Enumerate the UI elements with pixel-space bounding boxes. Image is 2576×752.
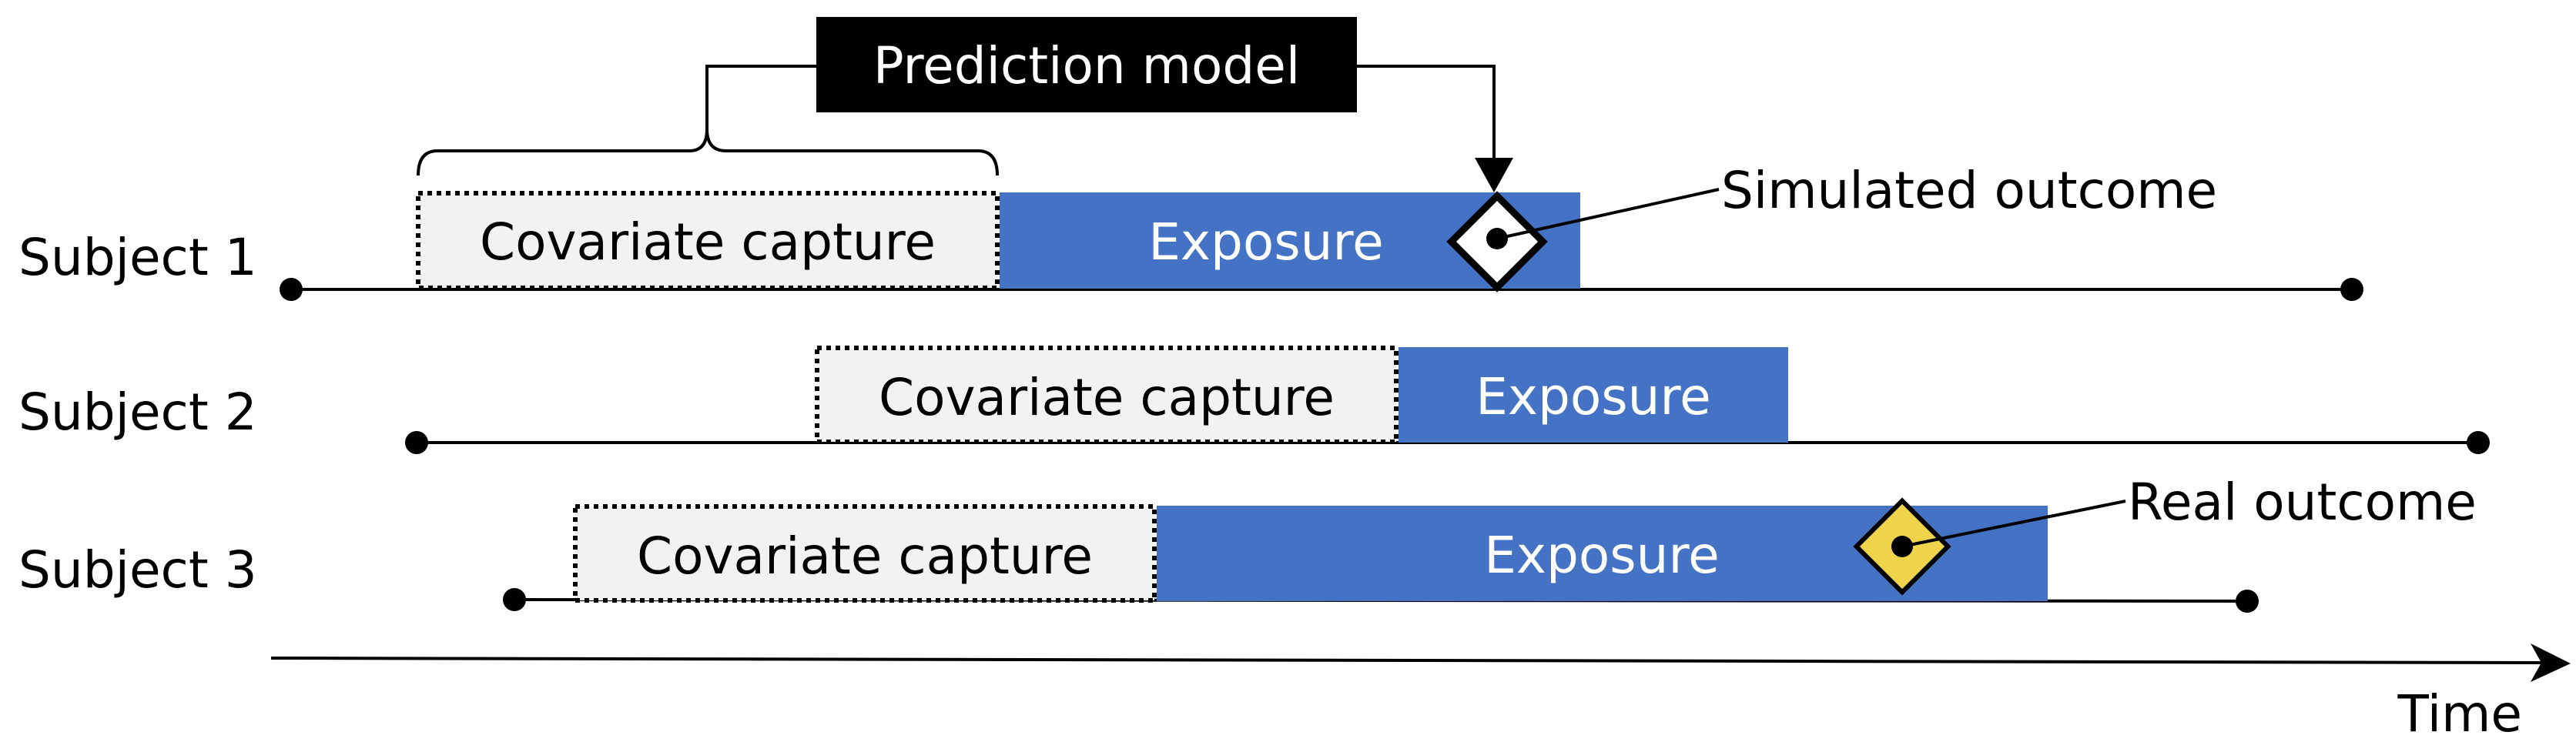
time-axis-label: Time — [2397, 684, 2522, 744]
exposure-label: Exposure — [1484, 526, 1720, 585]
subject-3-row: Subject 3 Covariate capture Exposure Rea… — [18, 473, 2477, 613]
follow-up-start-dot — [405, 431, 428, 454]
follow-up-start-dot — [503, 588, 526, 611]
follow-up-start-dot — [280, 278, 303, 301]
model-to-outcome-connector — [1357, 65, 1496, 160]
covariate-bracket — [417, 65, 999, 176]
subject-label: Subject 1 — [18, 228, 257, 287]
follow-up-end-dot — [2467, 431, 2490, 454]
model-arrowhead — [1475, 158, 1513, 192]
prediction-model-group: Prediction model — [417, 17, 1513, 192]
exposure-label: Exposure — [1148, 212, 1384, 272]
prediction-model-box — [816, 17, 1357, 112]
subject-2-row: Subject 2 Covariate capture Exposure — [18, 346, 2490, 454]
covariate-capture-label: Covariate capture — [879, 368, 1335, 427]
simulated-outcome-leader — [1496, 188, 1720, 240]
prediction-model-label: Prediction model — [873, 36, 1300, 95]
simulated-outcome-label: Simulated outcome — [1721, 161, 2217, 220]
covariate-capture-box — [573, 504, 1157, 603]
subject-1-row: Subject 1 Covariate capture Exposure Sim… — [18, 161, 2363, 301]
covariate-capture-label: Covariate capture — [637, 526, 1093, 586]
exposure-bar — [1399, 347, 1788, 443]
real-outcome-leader — [1901, 500, 2126, 548]
covariate-capture-label: Covariate capture — [480, 212, 936, 272]
exposure-label: Exposure — [1476, 367, 1711, 426]
follow-up-end-dot — [2236, 590, 2259, 613]
covariate-capture-box — [815, 346, 1399, 444]
covariate-capture-box — [416, 191, 1000, 290]
time-axis: Time — [270, 643, 2571, 744]
follow-up-end-dot — [2340, 278, 2363, 301]
time-axis-line — [270, 657, 2546, 664]
subject-label: Subject 2 — [18, 383, 257, 442]
subject-label: Subject 3 — [18, 540, 257, 600]
time-axis-arrowhead — [2531, 643, 2571, 682]
real-outcome-label: Real outcome — [2128, 473, 2477, 532]
